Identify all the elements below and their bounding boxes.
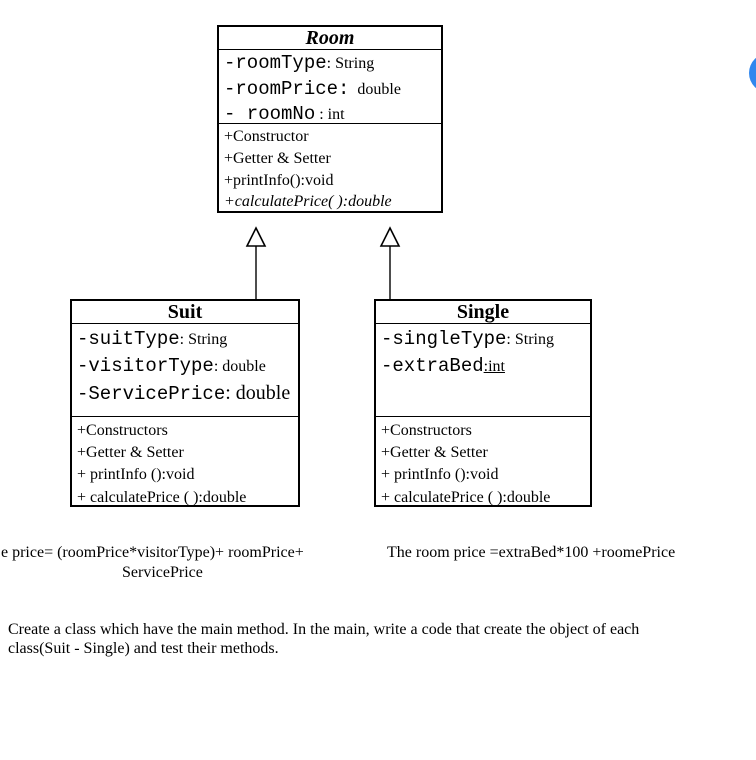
- method-line: + printInfo ():void: [381, 466, 499, 484]
- attribute-name: -extraBed: [381, 355, 484, 377]
- attribute-row: -extraBed:int: [381, 353, 590, 380]
- attribute-row: -singleType: String: [381, 326, 590, 353]
- class-box-room: Room -roomType: String -roomPrice: doubl…: [217, 25, 443, 213]
- class-box-suit: Suit -suitType: String -visitorType: dou…: [70, 299, 300, 507]
- attribute-type: : String: [506, 331, 554, 348]
- method-line: +Getter & Setter: [224, 149, 331, 167]
- attribute-type: double: [349, 80, 401, 98]
- attribute-type: : double: [225, 382, 291, 404]
- suit-attributes-section: -suitType: String -visitorType: double -…: [72, 324, 298, 417]
- method-line: +Getter & Setter: [77, 444, 184, 462]
- class-title-suit: Suit: [72, 301, 298, 324]
- attribute-name: - roomNo: [224, 103, 316, 125]
- room-methods-section: +Constructor +Getter & Setter +printInfo…: [219, 124, 441, 213]
- attribute-row: -ServicePrice: double: [77, 380, 298, 408]
- hollow-triangle-arrowhead-icon: [379, 226, 401, 247]
- blue-dot-icon[interactable]: [749, 53, 756, 93]
- inheritance-arrow-suit-to-room: [245, 226, 267, 299]
- attribute-type: : int: [315, 106, 345, 123]
- attribute-row: -roomType: String: [224, 51, 441, 77]
- attribute-name: -visitorType: [77, 355, 214, 377]
- method-line: + calculatePrice ( ):double: [77, 488, 247, 506]
- task-instruction-paragraph: Create a class which have the main metho…: [8, 621, 640, 657]
- method-line: +Constructors: [381, 422, 472, 439]
- attribute-row: - roomNo : int: [224, 102, 441, 128]
- attribute-name: -suitType: [77, 328, 180, 350]
- inheritance-arrow-single-to-room: [379, 226, 401, 299]
- single-methods-section: +Constructors +Getter & Setter + printIn…: [376, 417, 590, 509]
- method-line-abstract: +calculatePrice( ):double: [224, 193, 392, 211]
- method-line: +Constructors: [77, 422, 168, 439]
- single-price-formula: The room price =extraBed*100 +roomePrice: [387, 544, 676, 561]
- suit-price-formula-line2: ServicePrice: [122, 564, 203, 581]
- attribute-name: -roomType: [224, 52, 327, 74]
- method-line: +Getter & Setter: [381, 444, 488, 462]
- attribute-row: -roomPrice: double: [224, 77, 441, 103]
- attribute-type: : String: [326, 55, 375, 72]
- single-attributes-section: -singleType: String -extraBed:int: [376, 324, 590, 417]
- attribute-type-underlined: :int: [483, 358, 505, 375]
- attribute-name: -roomPrice:: [224, 77, 350, 100]
- class-title-room: Room: [219, 27, 441, 50]
- attribute-name: -singleType: [381, 328, 507, 350]
- suit-methods-section: +Constructors +Getter & Setter + printIn…: [72, 417, 298, 509]
- suit-price-formula-line1: e price= (roomPrice*visitorType)+ roomPr…: [1, 544, 304, 561]
- attribute-row: -visitorType: double: [77, 353, 298, 380]
- attribute-name: -ServicePrice: [77, 383, 226, 405]
- class-box-single: Single -singleType: String -extraBed:int…: [374, 299, 592, 507]
- method-line: + printInfo ():void: [77, 466, 195, 484]
- method-line: + calculatePrice ( ):double: [381, 488, 551, 506]
- attribute-row: -suitType: String: [77, 326, 298, 353]
- class-title-single: Single: [376, 301, 590, 324]
- method-line: +Constructor: [224, 128, 309, 145]
- room-attributes-section: -roomType: String -roomPrice: double - r…: [219, 50, 441, 125]
- method-line: +printInfo():void: [224, 171, 334, 189]
- attribute-type: : double: [213, 358, 266, 375]
- attribute-type: : String: [179, 331, 228, 348]
- hollow-triangle-arrowhead-icon: [245, 226, 267, 247]
